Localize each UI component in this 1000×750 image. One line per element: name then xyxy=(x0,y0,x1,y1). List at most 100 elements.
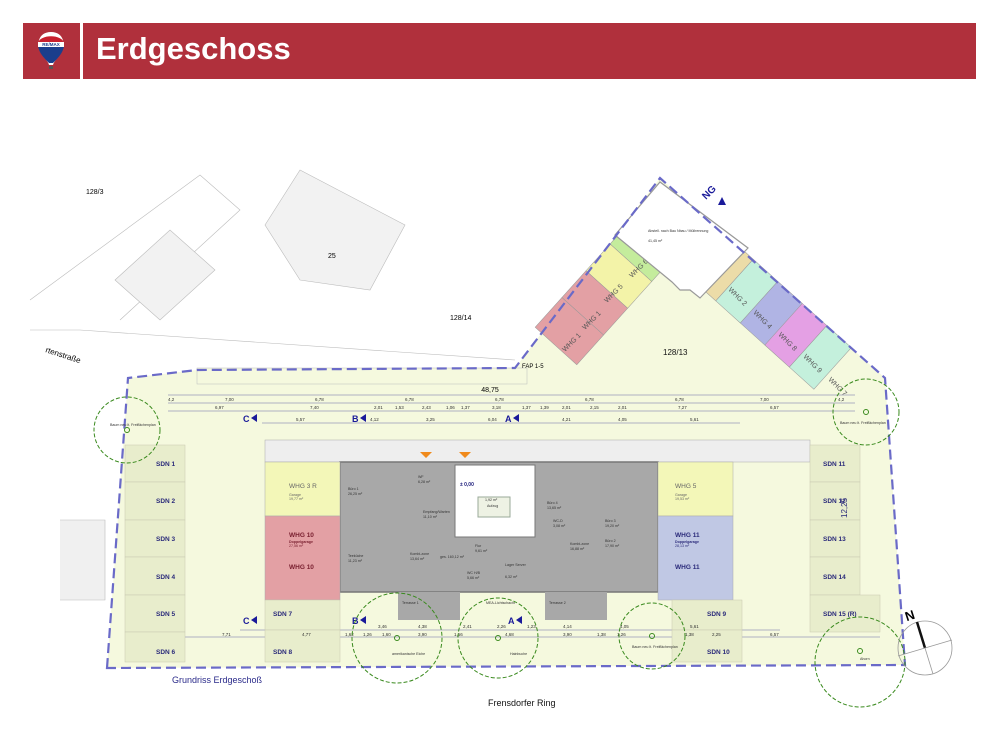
room-labels: Büro 126,25 m² WF6,28 m² Empfang/Warten1… xyxy=(348,475,620,580)
dimension-value: 3,18 xyxy=(492,405,501,410)
garage-type: Doppelgarage xyxy=(675,540,699,544)
room-area: 11,10 m² xyxy=(423,515,438,519)
garage-whg3 xyxy=(264,461,341,517)
parcel-label: 25 xyxy=(328,253,336,260)
dimension-value: 6,04 xyxy=(488,417,497,422)
neighbor-parcels xyxy=(29,169,516,601)
dimension-value: 7,71 xyxy=(222,632,231,637)
tree-label: Baum neu lt. Freiflächenplan xyxy=(840,421,886,425)
dimension-value: 4,05 xyxy=(620,624,629,629)
dimension-value: 1,26 xyxy=(617,632,626,637)
north-label: N xyxy=(903,607,917,624)
dimension-value: 6,78 xyxy=(405,397,414,402)
parking-space: SDN 15 (R) xyxy=(823,611,857,618)
parking-space: SDN 12 xyxy=(823,498,846,505)
parking-space: SDN 5 xyxy=(156,611,176,618)
section-marker-c: C xyxy=(243,616,250,626)
lightwell-label: MEA-Lichtschacht xyxy=(486,601,515,605)
room-name: Büro 1 xyxy=(348,487,359,491)
tree-labels: Baum neu lt. Freiflächenplan Baum neu lt… xyxy=(110,421,886,661)
garage-area: 19,53 m² xyxy=(675,497,690,501)
room-area: 11,23 m² xyxy=(348,559,363,563)
section-arrow-icons xyxy=(251,414,522,624)
parking-space: SDN 13 xyxy=(823,536,846,543)
parking-space: SDN 10 xyxy=(707,649,730,656)
dimension-value: 3,46 xyxy=(378,624,387,629)
dimension-value: 3,25 xyxy=(426,417,435,422)
elevator xyxy=(477,496,511,518)
room-name: Büro 4 xyxy=(547,501,558,505)
vertical-dimension: 12,25 xyxy=(840,497,849,518)
entrance-arrow-icons xyxy=(420,452,471,458)
room-area: 3,08 m² xyxy=(553,524,566,528)
dimension-value: 4,05 xyxy=(618,417,627,422)
dimension-row-bottom-1: 3,46 4,38 2,41 2,26 1,23 4,14 4,05 5,61 xyxy=(378,624,699,629)
dimension-value: 1,60 xyxy=(382,632,391,637)
total-dimension: 48,75 xyxy=(481,387,499,394)
section-marker-c: C xyxy=(243,414,250,424)
room-area: 6,32 m² xyxy=(505,575,518,579)
garage-label: WHG 11 xyxy=(675,532,700,539)
dimension-row-1: 4,2 7,00 6,78 6,78 6,78 6,78 6,78 7,00 4… xyxy=(168,397,845,402)
parking-space: SDN 3 xyxy=(156,536,176,543)
dimension-value: 6,57 xyxy=(770,632,779,637)
tree-label: Ahorn xyxy=(860,657,870,661)
garage-whg11 xyxy=(657,515,734,601)
street-name-bottom: Frensdorfer Ring xyxy=(488,698,556,708)
dimension-value: 3,90 xyxy=(563,632,572,637)
parking-space: SDN 14 xyxy=(823,574,846,581)
section-marker-a: A xyxy=(505,414,512,424)
dimension-value: 1,26 xyxy=(363,632,372,637)
page-title: Erdgeschoss xyxy=(96,31,291,66)
dimension-value: 1,39 xyxy=(540,405,549,410)
garage-label: WHG 11 xyxy=(675,564,700,571)
ng-arrow-icon xyxy=(718,197,726,205)
header-banner: RE/MAX Erdgeschoss xyxy=(23,23,976,79)
parking-space: SDN 8 xyxy=(273,649,293,656)
dimension-value: 1,23 xyxy=(527,624,536,629)
room-name: WC-D xyxy=(553,519,563,523)
garage-label: WHG 10 xyxy=(289,532,314,539)
dimension-value: 6,78 xyxy=(585,397,594,402)
room-area: 9,61 m² xyxy=(475,549,488,553)
terrace-2 xyxy=(545,592,607,620)
dimension-value: 2,26 xyxy=(497,624,506,629)
parking-space: SDN 1 xyxy=(156,461,176,468)
terrace-label: Terrasse 2 xyxy=(549,601,566,605)
dimension-value: 1,06 xyxy=(446,405,455,410)
dimension-value: 1,37 xyxy=(461,405,470,410)
garage-whg10 xyxy=(264,515,341,601)
garage-label: WHG 10 xyxy=(289,564,314,571)
dimension-value: 2,25 xyxy=(712,632,721,637)
room-name: Empfang/Warten xyxy=(423,510,450,514)
garage-area: 19,77 m² xyxy=(289,497,304,501)
plan-caption: Grundriss Erdgeschoß xyxy=(172,675,263,685)
room-name: Aufzug xyxy=(487,504,498,508)
garage-area: 28,13 m² xyxy=(675,544,690,548)
balcony-strip xyxy=(264,439,811,463)
dimension-value: 2,41 xyxy=(463,624,472,629)
garage-whg5 xyxy=(657,461,734,517)
dimension-value: 1,38 xyxy=(685,632,694,637)
dimension-value: 2,01 xyxy=(618,405,627,410)
parking-space: SDN 9 xyxy=(707,611,727,618)
room-name: WC H/B xyxy=(467,571,481,575)
dimension-value: 2,43 xyxy=(422,405,431,410)
level-label: ± 0,00 xyxy=(460,482,474,488)
garage-type: Garage xyxy=(675,493,687,497)
parking-areas xyxy=(124,444,881,663)
dimension-value: 4,2 xyxy=(838,397,845,402)
tree-canopies xyxy=(93,378,906,708)
storage-area: 41,45 m² xyxy=(648,239,663,243)
parcel-label: 128/3 xyxy=(86,189,104,196)
room-area: 19,20 m² xyxy=(605,524,620,528)
room-area: 13,65 m² xyxy=(547,506,562,510)
garage-type: Garage xyxy=(289,493,301,497)
tree-trunk-icons xyxy=(124,409,869,654)
room-name: Büro 3 xyxy=(605,519,616,523)
parcel-label: 128/13 xyxy=(663,348,688,357)
dimension-value: 5,61 xyxy=(690,624,699,629)
dimension-value: 6,57 xyxy=(770,405,779,410)
dimension-value: 1,38 xyxy=(597,632,606,637)
